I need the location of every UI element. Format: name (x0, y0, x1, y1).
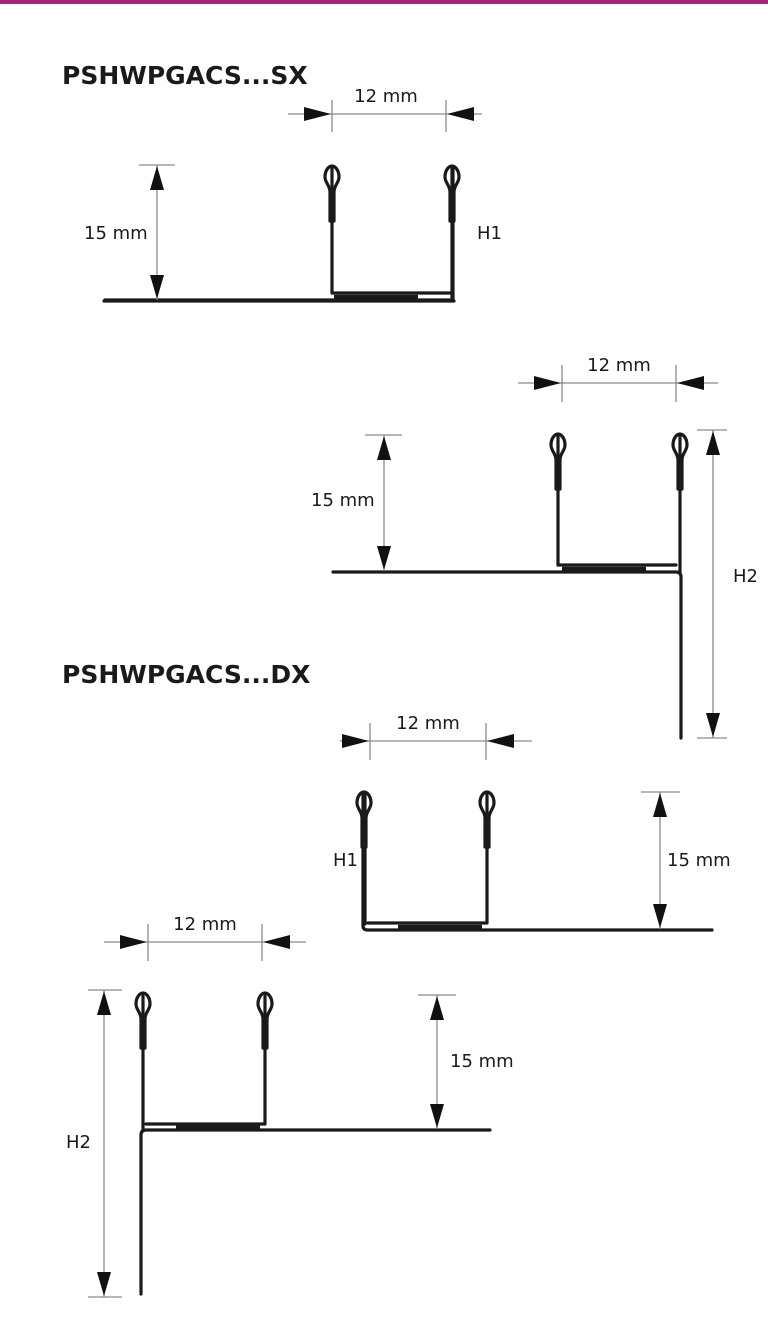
sx-h1-height-label: 15 mm (84, 223, 148, 244)
dx-h2-height-arrow-bottom (430, 1104, 444, 1128)
profile-dx-h2: 12 mm 15 mm H2 (66, 914, 514, 1298)
dx-h1-height-arrow-top (653, 793, 667, 817)
dx-h1-width-arrow-right (487, 734, 514, 748)
sx-h2-overall-height-dimension: H2 (697, 429, 758, 739)
dx-h2-h-label: H2 (66, 1132, 91, 1153)
dx-h2-width-arrow-right (263, 935, 290, 949)
sx-h2-width-arrow-left (534, 376, 561, 390)
dx-h2-width-arrow-left (120, 935, 147, 949)
dx-h2-leg-and-base (139, 1128, 492, 1296)
sx-h1-height-dimension: 15 mm (84, 164, 175, 300)
dx-h2-overall-arrow-bottom (97, 1272, 111, 1296)
profile-dx-h1: 12 mm 15 mm H1 (333, 713, 731, 932)
sx-h2-inner-channel (556, 434, 678, 567)
heading-sx: PSHWPGACS...SX (62, 61, 308, 90)
dx-h2-height-dimension: 15 mm (418, 994, 514, 1129)
heading-dx: PSHWPGACS...DX (62, 660, 310, 689)
dx-h1-height-label: 15 mm (667, 850, 731, 871)
dx-h2-overall-height-dimension: H2 (66, 989, 122, 1298)
sx-h1-width-dimension: 12 mm (288, 86, 482, 132)
sx-h2-width-label: 12 mm (587, 355, 651, 376)
sx-h1-h-label: H1 (477, 223, 502, 244)
sx-h2-height-dimension: 15 mm (311, 434, 402, 571)
dx-h2-inner-channel (144, 994, 267, 1126)
sx-h1-height-arrow-top (150, 166, 164, 190)
dx-h1-h-label: H1 (333, 850, 358, 871)
sx-h1-height-arrow-bottom (150, 275, 164, 299)
profile-sx-h1: 12 mm 15 mm H1 (84, 86, 502, 303)
dx-h1-width-label: 12 mm (396, 713, 460, 734)
dx-h1-width-arrow-left (342, 734, 369, 748)
dx-h2-height-label: 15 mm (450, 1051, 514, 1072)
dx-h1-height-dimension: 15 mm (641, 791, 731, 929)
sx-h1-width-arrow-left (304, 107, 331, 121)
sx-h2-height-label: 15 mm (311, 490, 375, 511)
dx-h2-overall-arrow-top (97, 991, 111, 1015)
sx-h2-overall-arrow-bottom (706, 713, 720, 737)
sx-h2-height-arrow-bottom (377, 546, 391, 570)
dx-h1-inner-channel (366, 792, 489, 925)
dx-h1-height-arrow-bottom (653, 904, 667, 928)
sx-h2-height-arrow-top (377, 436, 391, 460)
sx-h2-h-label: H2 (733, 566, 758, 587)
sx-h2-width-arrow-right (677, 376, 704, 390)
sx-h1-width-arrow-right (447, 107, 474, 121)
top-accent-rule (0, 0, 768, 4)
sx-h2-base-and-leg (331, 570, 683, 740)
dx-h1-width-dimension: 12 mm (340, 713, 532, 760)
profile-sx-h2: 12 mm 15 mm H2 (311, 355, 758, 740)
dx-h2-width-label: 12 mm (173, 914, 237, 935)
sx-h2-width-dimension: 12 mm (518, 355, 718, 402)
dx-h2-width-dimension: 12 mm (104, 914, 306, 961)
dx-h1-left-wall-and-base (361, 792, 714, 932)
dx-h2-height-arrow-top (430, 996, 444, 1020)
sx-h1-width-label: 12 mm (354, 86, 418, 107)
sx-h2-overall-arrow-top (706, 431, 720, 455)
